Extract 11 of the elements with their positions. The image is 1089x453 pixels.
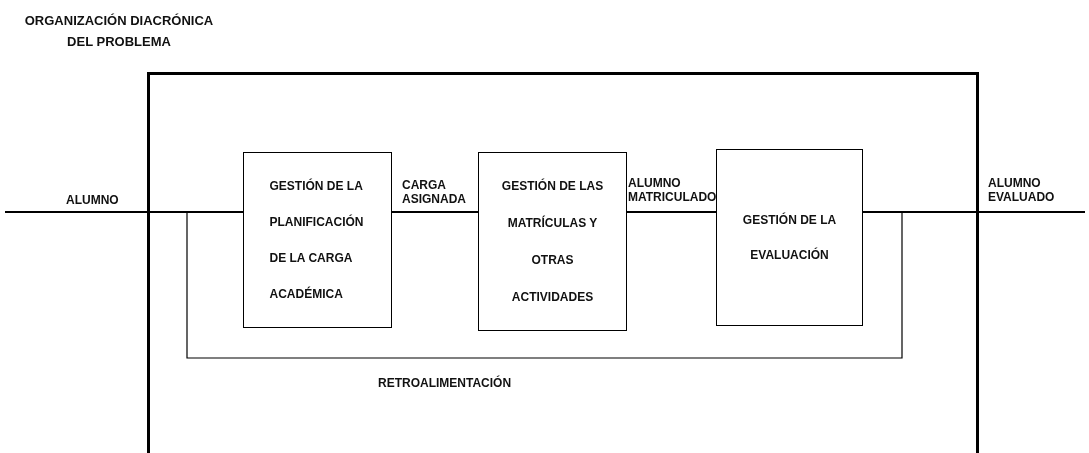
- connector-line: [391, 211, 479, 213]
- process-box: [478, 152, 627, 331]
- process-box: [716, 149, 863, 326]
- process-text: GESTIÓN DE LAS MATRÍCULAS Y OTRAS ACTIVIDADES: [500, 177, 605, 306]
- connector-line: [626, 211, 717, 213]
- process-text: GESTIÓN DE LA PLANIFICACIÓN DE LA CARGA ACADÉMICA: [269, 177, 365, 303]
- edge-label: ALUMNO MATRICULADO: [628, 176, 714, 204]
- connector-line: [186, 211, 903, 359]
- diagram-title: ORGANIZACIÓN DIACRÓNICA DEL PROBLEMA: [23, 12, 215, 51]
- process-box: [243, 152, 392, 328]
- process-text: GESTIÓN DE LA EVALUACIÓN: [741, 211, 838, 264]
